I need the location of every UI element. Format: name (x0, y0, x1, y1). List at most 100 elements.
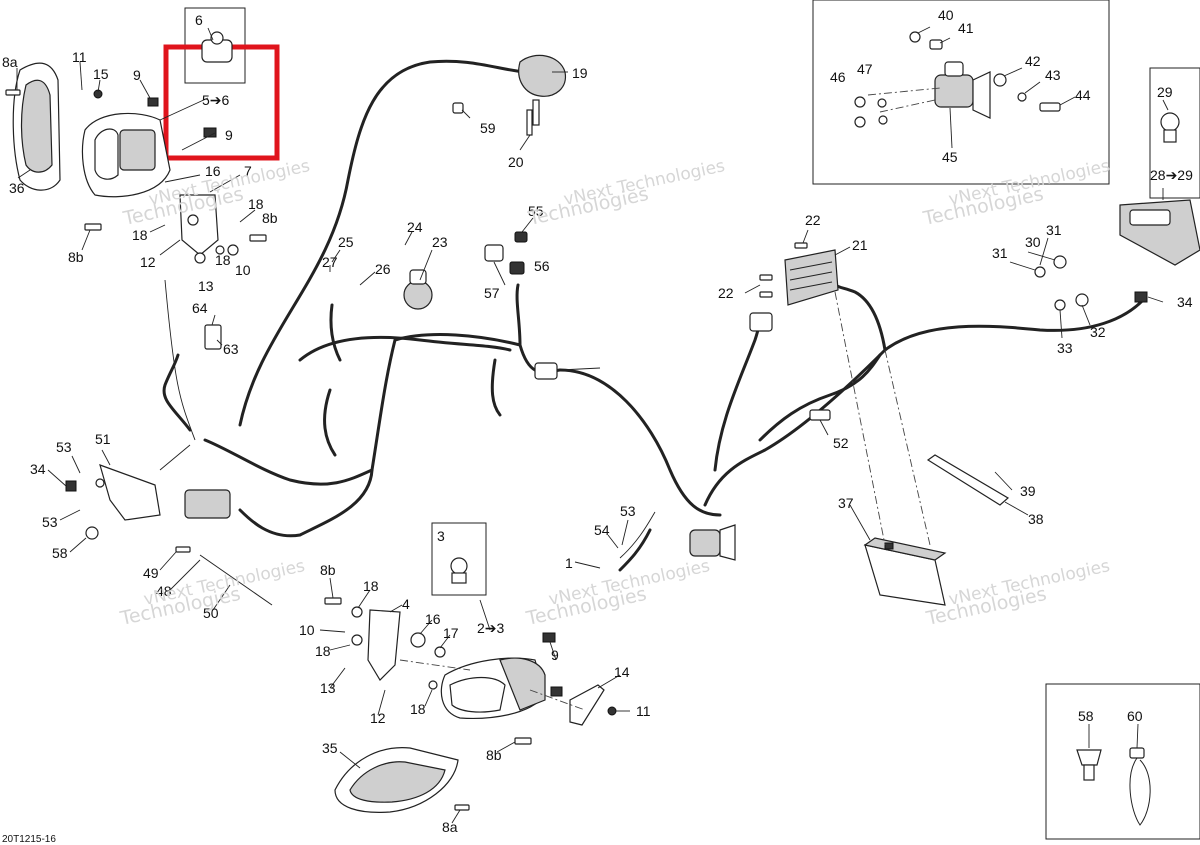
callout: 14 (614, 664, 630, 680)
nut-46 (854, 96, 866, 108)
callout: 47 (857, 61, 873, 77)
callout: 10 (235, 262, 251, 278)
callout: 8b (68, 249, 84, 265)
callout: 37 (838, 495, 854, 511)
callout: 44 (1075, 87, 1091, 103)
callout: 18 (132, 227, 148, 243)
washer-43 (1017, 92, 1027, 102)
callout: 12 (370, 710, 386, 726)
detail-box-bulb-29 (1149, 67, 1200, 199)
screw-58-left (85, 526, 99, 540)
callout: 25 (338, 234, 354, 250)
callout: 31 (992, 245, 1008, 261)
callout: 58 (1078, 708, 1094, 724)
relay-64-63 (204, 324, 222, 350)
callout: 36 (9, 180, 25, 196)
connector-9 (147, 97, 159, 107)
callout: 58 (52, 545, 68, 561)
callout: 48 (156, 583, 172, 599)
callout: 7 (244, 163, 252, 179)
bolt-49 (175, 546, 191, 553)
spacer-41 (929, 39, 943, 50)
callout: 52 (833, 435, 849, 451)
connector-56 (509, 261, 525, 275)
detail-box-fasteners (1045, 683, 1200, 840)
callout: 21 (852, 237, 868, 253)
control-module-21 (784, 249, 839, 306)
battery-37 (863, 537, 947, 606)
callout: 46 (830, 69, 846, 85)
connector-34-rear (1134, 291, 1148, 303)
callout: 34 (1177, 294, 1193, 310)
callout: 63 (223, 341, 239, 357)
connector-mid (534, 362, 558, 380)
taillight (1119, 199, 1200, 266)
callout: 18 (315, 643, 331, 659)
callout: 56 (534, 258, 550, 274)
callout: 22 (805, 212, 821, 228)
reference-arrows (159, 87, 941, 711)
bulb-29 (1160, 112, 1180, 143)
callout: 40 (938, 7, 954, 23)
callout: 2➔3 (477, 620, 505, 636)
callout: 53 (42, 514, 58, 530)
bracket-51 (99, 464, 161, 521)
battery-strap-38 (926, 454, 1010, 506)
callout: 33 (1057, 340, 1073, 356)
cable-tie-60 (1129, 747, 1151, 826)
callout: 57 (484, 285, 500, 301)
bolt-22-left (759, 274, 773, 281)
callout: 8a (2, 54, 18, 70)
callout: 22 (718, 285, 734, 301)
callout: 31 (1046, 222, 1062, 238)
diagram-reference: 20T1215-16 (2, 834, 56, 845)
nut-46b (854, 116, 866, 128)
callout: 19 (572, 65, 588, 81)
washer-30b (1075, 293, 1089, 307)
nut-31b (1054, 299, 1066, 311)
callout: 53 (56, 439, 72, 455)
callout: 34 (30, 461, 46, 477)
bolt-8a (5, 89, 21, 96)
callout: 18 (248, 196, 264, 212)
connector-9-right (542, 632, 556, 643)
right-headlight-bracket (367, 609, 401, 681)
spacer-17 (434, 646, 446, 658)
callout: 11 (72, 49, 87, 65)
callout: 13 (320, 680, 336, 696)
callout: 29 (1157, 84, 1173, 100)
callout: 1 (565, 555, 573, 571)
callout: 45 (942, 149, 958, 165)
callout: 10 (299, 622, 315, 638)
callout: 9 (551, 647, 559, 663)
callout: 13 (198, 278, 214, 294)
callout: 41 (958, 20, 974, 36)
callout: 30 (1025, 234, 1041, 250)
callout: 8b (486, 747, 502, 763)
callout: 59 (480, 120, 496, 136)
bulb-6 (201, 31, 233, 63)
callout: 38 (1028, 511, 1044, 527)
grommet-16 (410, 632, 426, 648)
callout: 17 (443, 625, 459, 641)
callout: 8a (442, 819, 458, 835)
connector-55 (514, 231, 528, 243)
callout: 5➔6 (202, 92, 230, 108)
connector-9-detail (203, 127, 217, 138)
starter-solenoid-harness (689, 524, 736, 561)
connector-57 (484, 244, 504, 262)
solenoid (934, 61, 991, 119)
callout: 18 (410, 701, 426, 717)
nut-10-left (227, 244, 239, 256)
callout: 16 (425, 611, 441, 627)
washer-18c (428, 680, 438, 690)
nut-31 (1034, 266, 1046, 278)
callout: 23 (432, 234, 448, 250)
callout: 28➔29 (1150, 167, 1193, 183)
bulb-3 (450, 557, 468, 584)
callout: 53 (620, 503, 636, 519)
callout: 49 (143, 565, 159, 581)
detail-box-bulb-3 (431, 522, 487, 596)
callout: 9 (225, 127, 233, 143)
callout: 54 (594, 522, 610, 538)
